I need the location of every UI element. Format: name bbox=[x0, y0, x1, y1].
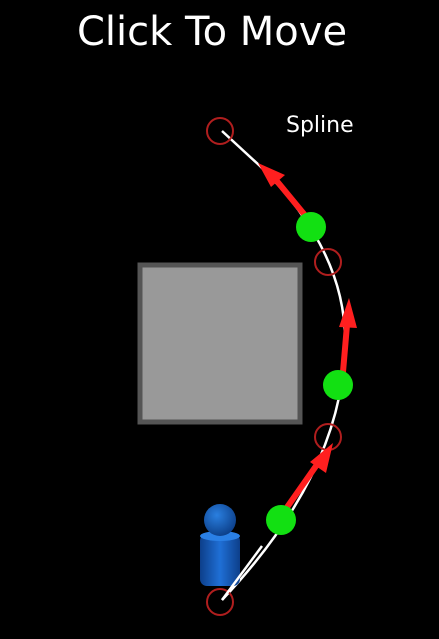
arrow-bottom bbox=[280, 443, 333, 516]
page-title: Click To Move bbox=[76, 9, 348, 55]
player-character[interactable] bbox=[200, 504, 240, 586]
waypoint-2[interactable] bbox=[323, 370, 353, 400]
waypoint-1[interactable] bbox=[296, 212, 326, 242]
spline-segment-front bbox=[220, 545, 264, 601]
arrow-middle bbox=[339, 298, 357, 375]
control-point-bottom[interactable] bbox=[206, 588, 234, 616]
arrow-top bbox=[258, 163, 307, 217]
obstacle-box bbox=[137, 262, 303, 425]
waypoint-3[interactable] bbox=[266, 505, 296, 535]
control-point-top[interactable] bbox=[206, 117, 234, 145]
control-point-upper-right[interactable] bbox=[314, 248, 342, 276]
spline-label: Spline bbox=[286, 113, 354, 138]
